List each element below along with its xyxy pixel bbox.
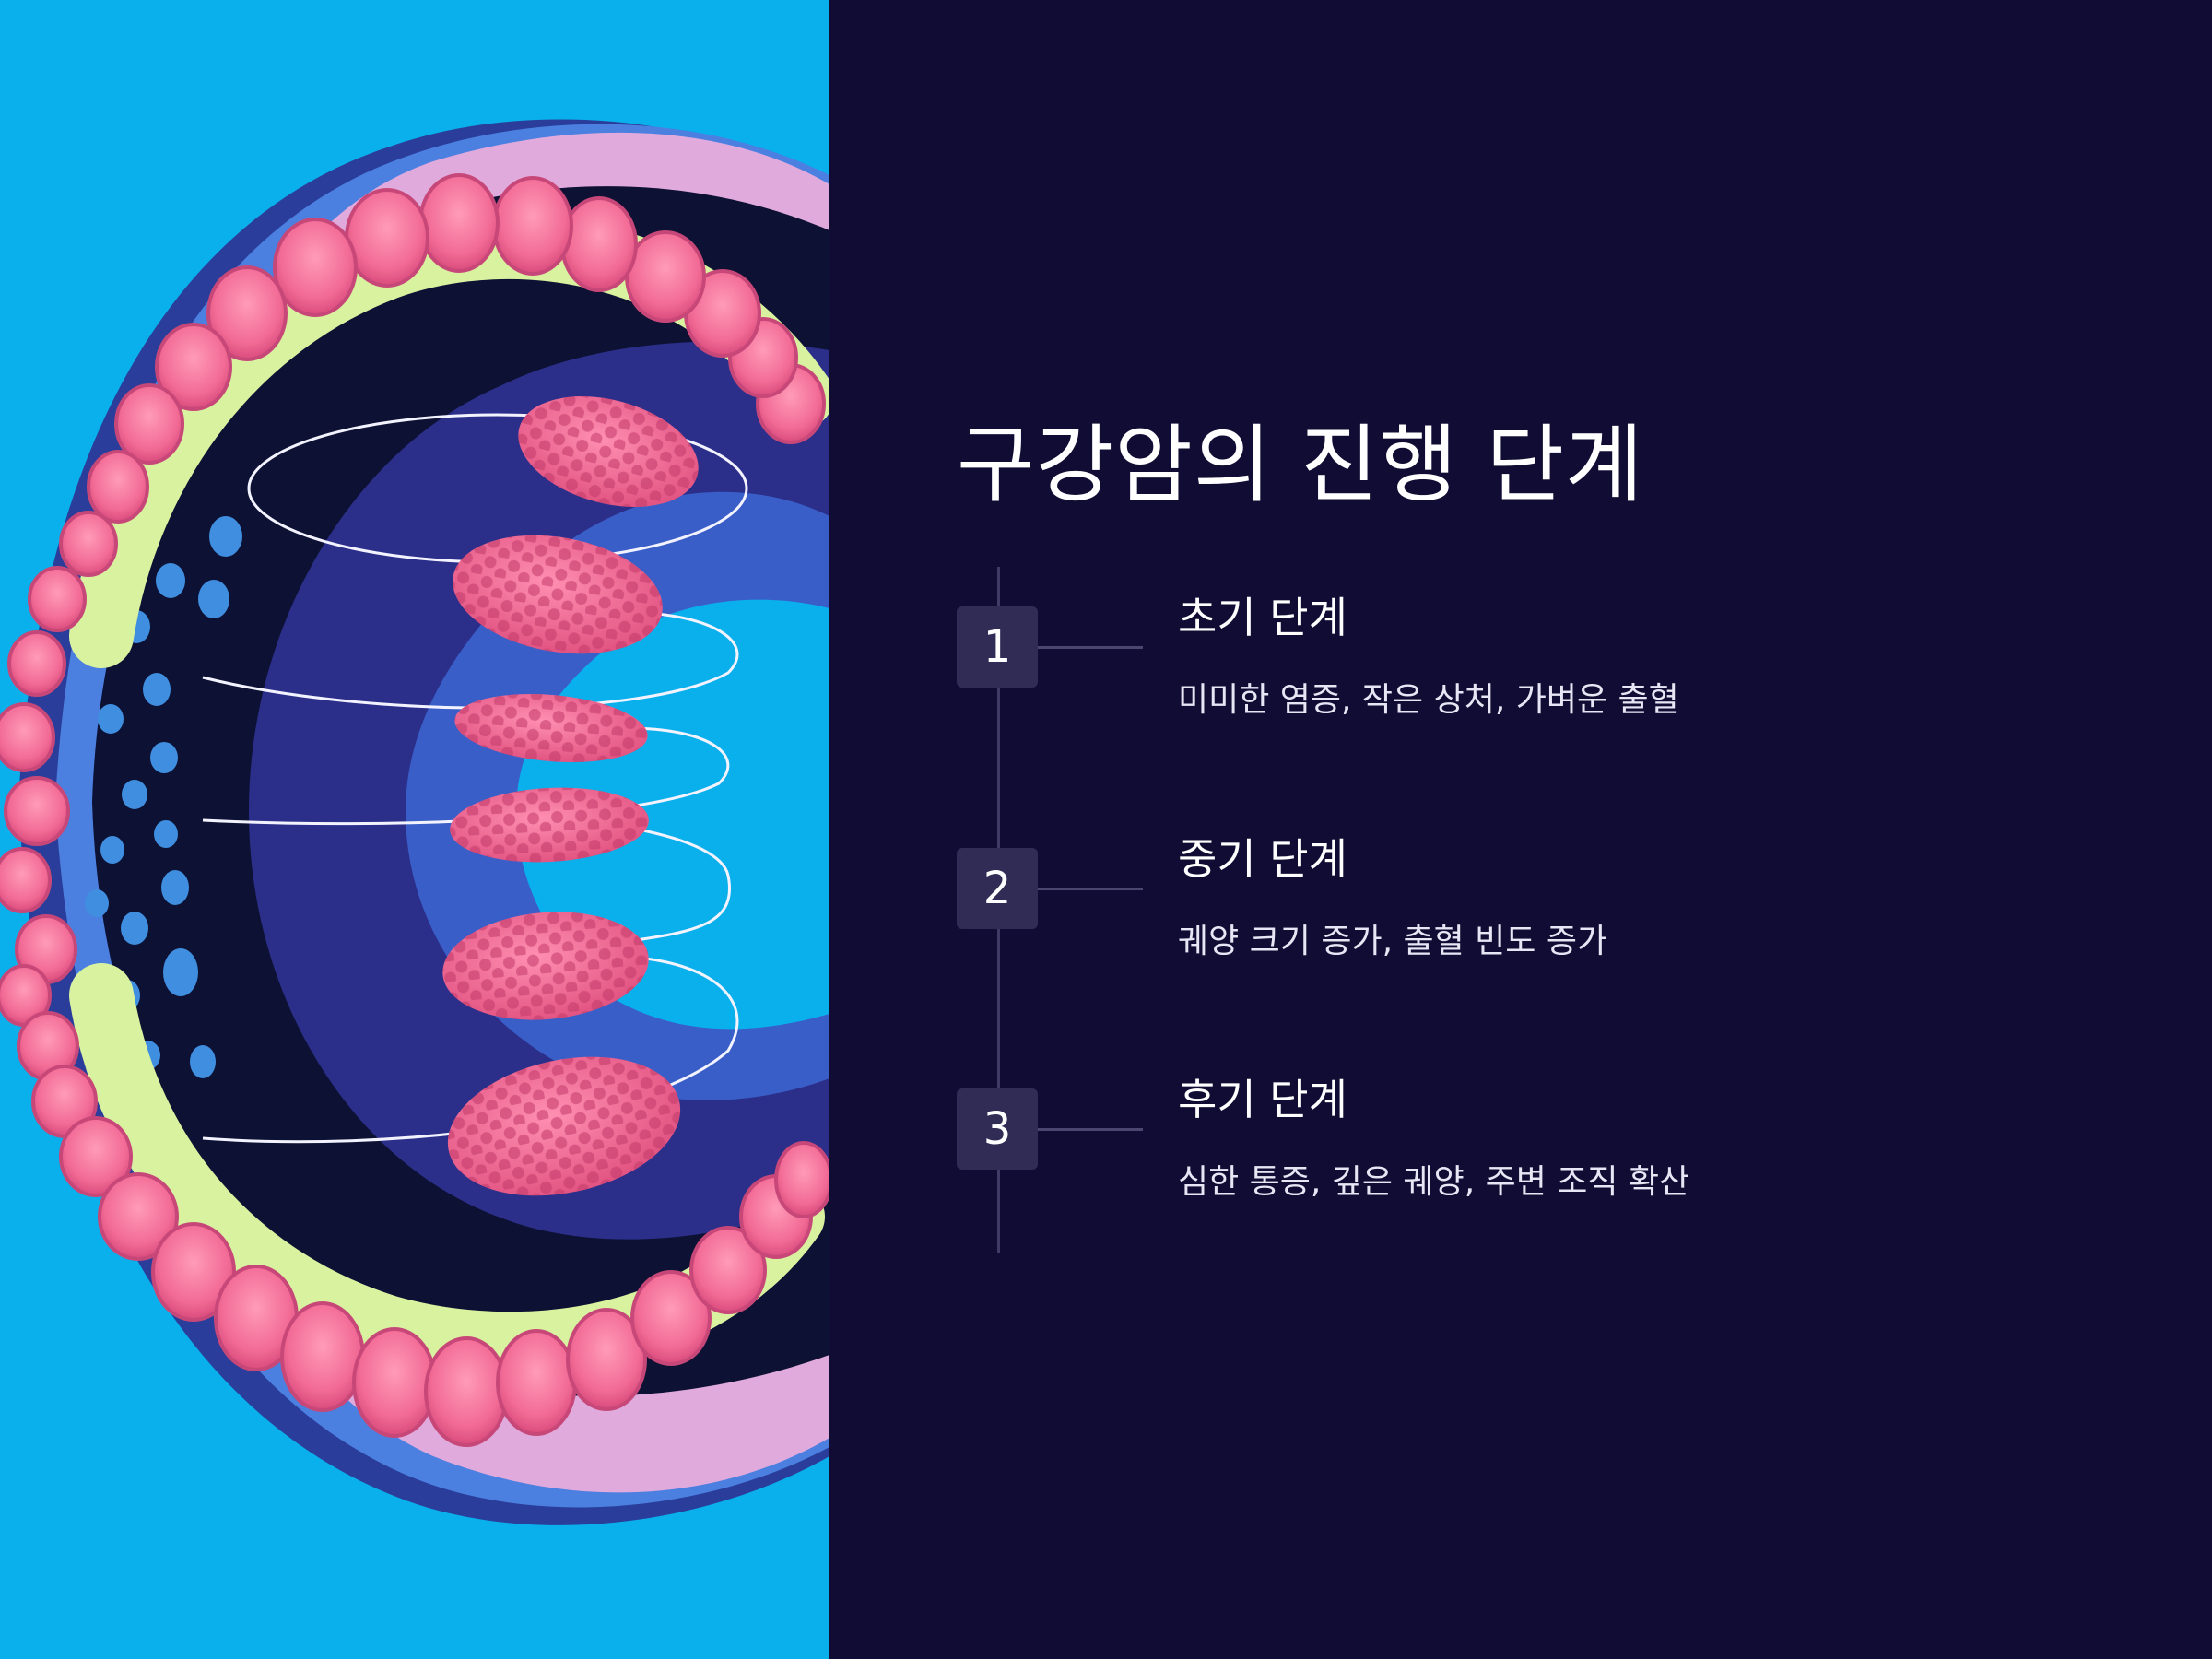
mouth-cross-section-icon	[0, 119, 830, 1525]
upper-teeth	[0, 173, 826, 913]
timeline-step-1: 1 초기 단계 미미한 염증, 작은 상처, 가벼운 출혈	[830, 593, 2212, 791]
mouth-illustration	[0, 0, 830, 1659]
step-number-badge: 3	[957, 1088, 1038, 1170]
lesions	[442, 396, 699, 1196]
page-title: 구강암의 진행 단계	[957, 416, 1644, 514]
step-number-badge: 2	[957, 848, 1038, 929]
content-panel: 구강암의 진행 단계 1 초기 단계 미미한 염증, 작은 상처, 가벼운 출혈…	[830, 0, 2212, 1659]
step-title: 후기 단계	[1178, 1075, 1347, 1124]
step-description: 미미한 염증, 작은 상처, 가벼운 출혈	[1178, 681, 1679, 719]
step-connector	[1038, 646, 1143, 649]
step-connector	[1038, 1128, 1143, 1131]
step-number-badge: 1	[957, 606, 1038, 688]
lower-teeth	[0, 914, 830, 1447]
step-connector	[1038, 888, 1143, 890]
step-title: 중기 단계	[1178, 834, 1347, 884]
timeline-step-3: 3 후기 단계 심한 통증, 깊은 궤양, 주변 조직 확산	[830, 1075, 2212, 1273]
step-title: 초기 단계	[1178, 593, 1347, 642]
timeline-step-2: 2 중기 단계 궤양 크기 증가, 출혈 빈도 증가	[830, 834, 2212, 1032]
step-description: 궤양 크기 증가, 출혈 빈도 증가	[1178, 923, 1608, 960]
step-description: 심한 통증, 깊은 궤양, 주변 조직 확산	[1178, 1163, 1690, 1201]
